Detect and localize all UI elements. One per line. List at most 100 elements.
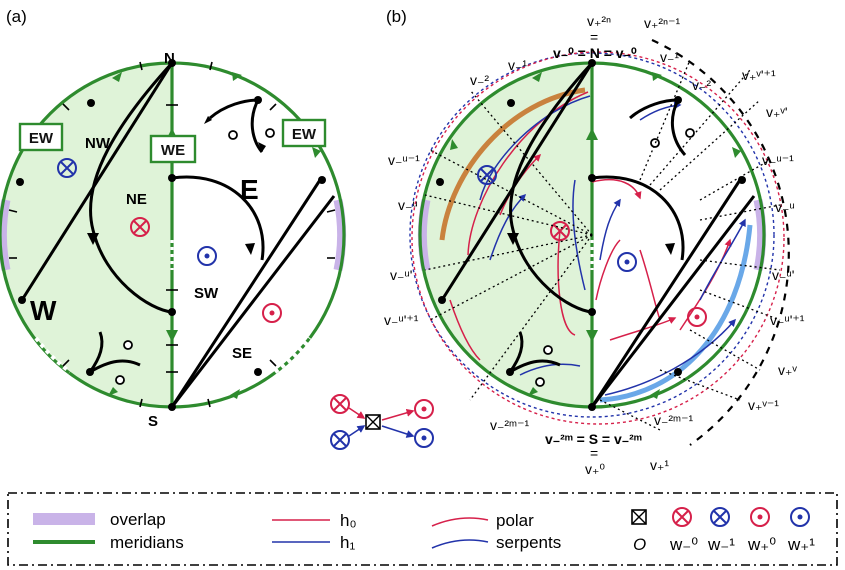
panel-b-label: (b) (386, 7, 407, 26)
label-v-minus-mup-right: v₋ᵘ' (772, 267, 794, 283)
legend-w-minus-1-label: w₋¹ (707, 535, 735, 554)
west-hemisphere-fill (0, 63, 172, 407)
region-e-label: E (240, 174, 259, 205)
svg-text:EW: EW (29, 130, 54, 147)
label-v-minus-2-right: v₋² (692, 77, 711, 93)
label-v-plus-nu-m1: v₊ᵛ⁻¹ (748, 397, 779, 413)
region-se-label: SE (232, 345, 252, 362)
legend-w-plus-0-icon (750, 507, 770, 527)
label-north-eq: v₋⁰ = N = v₋⁰ (553, 45, 637, 61)
panel-a: (a) (0, 7, 347, 430)
transition-key (330, 394, 434, 450)
label-v-minus-mup1-right: v₋ᵘ'⁺¹ (770, 312, 805, 328)
label-equals-bottom: = (590, 445, 598, 461)
label-v-minus-2m-1-left: v₋²ᵐ⁻¹ (490, 417, 529, 433)
legend-overlap-label: overlap (110, 510, 166, 529)
region-nw-label: NW (85, 135, 111, 152)
overlap-band-left (0, 199, 11, 271)
meridian-gap-right (273, 336, 312, 374)
legend-w-minus-0-icon (672, 507, 692, 527)
symbol-w-plus-0-b (687, 307, 707, 327)
dashed-arc-right (651, 39, 790, 446)
label-v-minus-mup1-left: v₋ᵘ'⁺¹ (384, 312, 419, 328)
label-v-plus-2n-1: v₊²ⁿ⁻¹ (644, 15, 681, 31)
legend-h0-label: h₀ (340, 511, 357, 530)
panel-a-label: (a) (6, 7, 27, 26)
meridian-gap-left (34, 336, 72, 374)
fixed-points-a (16, 59, 326, 411)
overlap-band-right-b (753, 199, 767, 271)
legend-O-label: O (633, 535, 646, 554)
legend-meridians-label: meridians (110, 533, 184, 552)
separatrix-arrows-b (507, 233, 675, 255)
key-w-minus-0 (330, 394, 350, 414)
legend-w-minus-1-icon (710, 507, 730, 527)
legend-polar-swatch (431, 517, 489, 527)
box-ew-left: EW (18, 122, 64, 152)
key-O-box (365, 414, 381, 430)
legend-serpents-swatch (431, 539, 489, 549)
label-v-minus-2m-1-right: v₋²ᵐ⁻¹ (654, 412, 693, 428)
symbol-w-minus-0-ne (130, 217, 150, 237)
legend-O-icon (631, 509, 647, 525)
legend-frame (7, 492, 838, 566)
north-pole-label: N (164, 50, 175, 67)
panel-b: (b) (384, 7, 805, 477)
meridian-ticks (8, 61, 336, 408)
dotted-ring-red (411, 51, 785, 425)
legend-w-plus-1-label: w₊¹ (787, 535, 815, 554)
symbol-w-minus-1-b (477, 165, 497, 185)
svg-text:WE: WE (161, 142, 185, 159)
legend-w-plus-0-label: w₊⁰ (747, 535, 776, 554)
label-equals-top: = (590, 29, 598, 45)
dotted-rays (424, 59, 781, 431)
symbol-w-minus-1-nw (57, 158, 77, 178)
label-v-plus-nu: v₊ᵛ' (766, 104, 788, 120)
key-w-plus-0 (414, 399, 434, 419)
hollow-points-b (535, 128, 695, 387)
symbol-w-plus-1-sw (197, 246, 217, 266)
legend-w-minus-0-label: w₋⁰ (669, 535, 698, 554)
label-v-minus-1-left: v₋¹ (508, 57, 527, 73)
legend-polar-label: polar (496, 511, 534, 530)
key-w-plus-1 (414, 428, 434, 448)
symbol-w-plus-1-b (617, 252, 637, 272)
label-v-minus-2-left: v₋² (470, 72, 489, 88)
legend-serpents-label: serpents (496, 533, 561, 552)
label-v-minus-1-right: v₋¹ (660, 49, 679, 65)
legend: overlap meridians h₀ h₁ polar serpents O… (7, 492, 838, 566)
legend-h1-label: h₁ (340, 533, 355, 552)
fixed-points-b (436, 59, 746, 411)
region-w-label: W (30, 295, 57, 326)
label-v-plus-2n: v₊²ⁿ (587, 13, 611, 29)
label-v-plus-0: v₊⁰ (585, 461, 605, 477)
label-v-plus-1: v₊¹ (650, 457, 669, 473)
label-v-minus-mu-1-left: v₋ᵘ⁻¹ (388, 152, 420, 168)
label-v-minus-mu-right: v₋ᵘ (775, 199, 795, 215)
label-v-plus-nu-b: v₊ᵛ (778, 362, 797, 378)
legend-w-plus-1-icon (790, 507, 810, 527)
box-ew-right: EW (281, 118, 327, 148)
key-w-minus-1 (330, 430, 350, 450)
region-sw-label: SW (194, 285, 219, 302)
overlap-band-right (333, 199, 347, 271)
label-v-minus-mu-1-right: v₋ᵘ⁻¹ (762, 152, 794, 168)
label-v-plus-nu1: v₊ᵛ'⁺¹ (742, 67, 776, 83)
separatrices-a (20, 61, 336, 408)
west-hemisphere-fill-b (420, 63, 592, 407)
box-we-center: WE (149, 134, 197, 164)
overlap-band-left-b (417, 199, 431, 271)
separatrices-b (440, 61, 756, 408)
label-south-eq: v₋²ᵐ = S = v₋²ᵐ (545, 431, 642, 447)
light-blue-band (599, 224, 753, 403)
hollow-points-a (115, 128, 275, 385)
meridian-arrows-b (450, 72, 741, 399)
south-pole-label: S (148, 413, 158, 430)
region-ne-label: NE (126, 191, 147, 208)
dotted-ring-blue (409, 52, 775, 418)
separatrix-arrows-a (87, 116, 266, 255)
orange-band (439, 87, 586, 241)
symbol-w-plus-0-se (262, 303, 282, 323)
label-v-minus-mu-left: v₋ᵘ (398, 197, 418, 213)
